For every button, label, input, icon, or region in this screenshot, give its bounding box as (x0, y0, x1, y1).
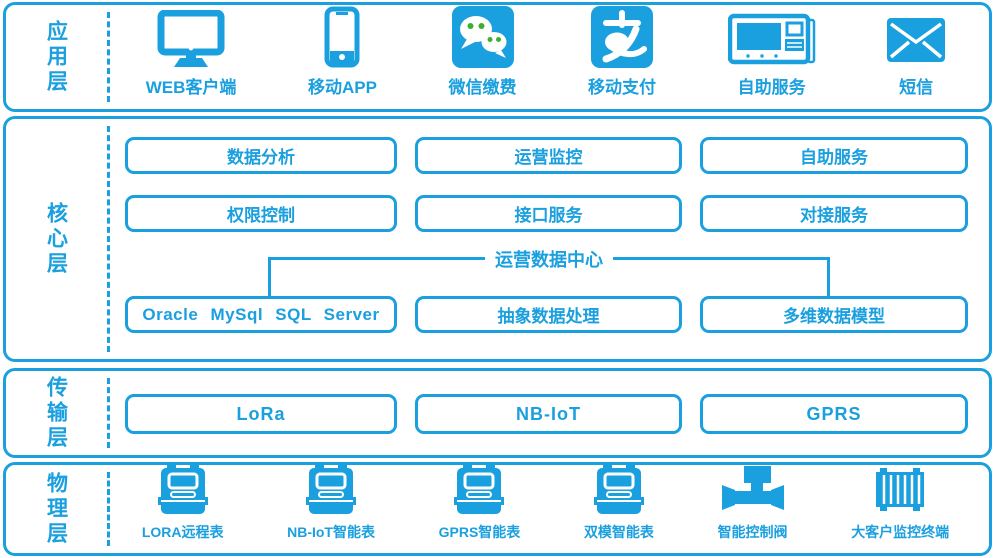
phys-item-label: 智能控制阀 (717, 524, 788, 540)
core-box-docking-service: 对接服务 (700, 195, 968, 232)
core-box-multidim-data-model: 多维数据模型 (700, 296, 968, 333)
dashed-divider (107, 378, 110, 448)
physical-items: LORA远程表 NB-IoT智能表 (110, 463, 981, 551)
layer-core: 核心层 数据分析 运营监控 自助服务 权限控制 接口服务 对接服务 运营数据中心… (3, 116, 992, 362)
phys-item-lora-meter: LORA远程表 (141, 463, 224, 551)
layer-label-column: 应用层 (6, 5, 106, 109)
app-item-label: 自助服务 (737, 78, 806, 97)
phys-item-label: NB-IoT智能表 (287, 524, 375, 540)
phys-item-key-account-terminal: 大客户监控终端 (851, 468, 950, 551)
core-box-data-analysis: 数据分析 (125, 137, 397, 174)
layer-physical: 物理层 LORA远程表 (3, 462, 992, 556)
transport-box-gprs: GPRS (700, 394, 968, 434)
wechat-icon (451, 6, 514, 68)
phys-item-label: GPRS智能表 (438, 524, 521, 540)
meter-icon (593, 463, 644, 517)
bracket-drop-right (827, 258, 830, 296)
phys-item-nbiot-meter: NB-IoT智能表 (287, 463, 375, 551)
app-item-mobile-app: 移动APP (307, 6, 377, 107)
dashed-divider (107, 126, 110, 352)
layer-label-column: 传输层 (6, 371, 106, 455)
phys-item-label: LORA远程表 (141, 524, 224, 540)
core-box-self-service: 自助服务 (700, 137, 968, 174)
layer-label-column: 核心层 (6, 119, 106, 359)
bracket-drop-left (268, 258, 271, 296)
bracket-line-right (613, 257, 830, 260)
core-box-interface-service: 接口服务 (415, 195, 682, 232)
layer-application: 应用层 WEB客户端 (3, 2, 992, 112)
phys-item-gprs-meter: GPRS智能表 (438, 463, 521, 551)
data-center-bracket: 运营数据中心 (268, 248, 830, 270)
app-item-label: 微信缴费 (448, 78, 517, 97)
dashed-divider (107, 472, 110, 546)
phys-item-dualmode-meter: 双模智能表 (583, 463, 654, 551)
envelope-icon (887, 9, 946, 68)
app-item-web-client: WEB客户端 (145, 9, 237, 107)
app-item-mobile-payment: 移动支付 (588, 6, 657, 107)
phys-item-label: 双模智能表 (583, 524, 654, 540)
app-item-sms: 短信 (887, 9, 946, 107)
phys-item-smart-valve: 智能控制阀 (717, 466, 788, 551)
app-item-label: WEB客户端 (145, 78, 237, 97)
terminal-icon (872, 468, 928, 517)
meter-icon (306, 463, 357, 517)
layer-application-label: 应用层 (44, 19, 68, 95)
layer-core-label: 核心层 (44, 201, 68, 277)
core-box-operation-monitoring: 运营监控 (415, 137, 682, 174)
kiosk-icon (727, 9, 816, 68)
bracket-line-left (268, 257, 485, 260)
layer-transport-label: 传输层 (44, 375, 68, 451)
meter-icon (157, 463, 208, 517)
core-box-permission-control: 权限控制 (125, 195, 397, 232)
layer-physical-label: 物理层 (44, 471, 68, 547)
meter-icon (454, 463, 505, 517)
app-item-label: 移动APP (307, 78, 377, 97)
layer-label-column: 物理层 (6, 465, 106, 553)
dashed-divider (107, 12, 110, 102)
monitor-icon (157, 9, 225, 68)
phys-item-label: 大客户监控终端 (851, 524, 950, 540)
app-item-label: 移动支付 (588, 78, 657, 97)
app-item-self-service: 自助服务 (727, 9, 816, 107)
app-item-label: 短信 (899, 78, 934, 97)
transport-box-nbiot: NB-IoT (415, 394, 682, 434)
transport-box-lora: LoRa (125, 394, 397, 434)
alipay-icon (591, 6, 654, 68)
application-items: WEB客户端 移动APP (110, 6, 981, 107)
layer-transport: 传输层 LoRa NB-IoT GPRS (3, 368, 992, 458)
smartphone-icon (324, 6, 360, 68)
core-box-databases: Oracle MySql SQL Server (125, 296, 397, 333)
data-center-label: 运营数据中心 (495, 249, 603, 270)
app-item-wechat-pay: 微信缴费 (448, 6, 517, 107)
core-box-abstract-data-processing: 抽象数据处理 (415, 296, 682, 333)
valve-icon (720, 464, 786, 517)
